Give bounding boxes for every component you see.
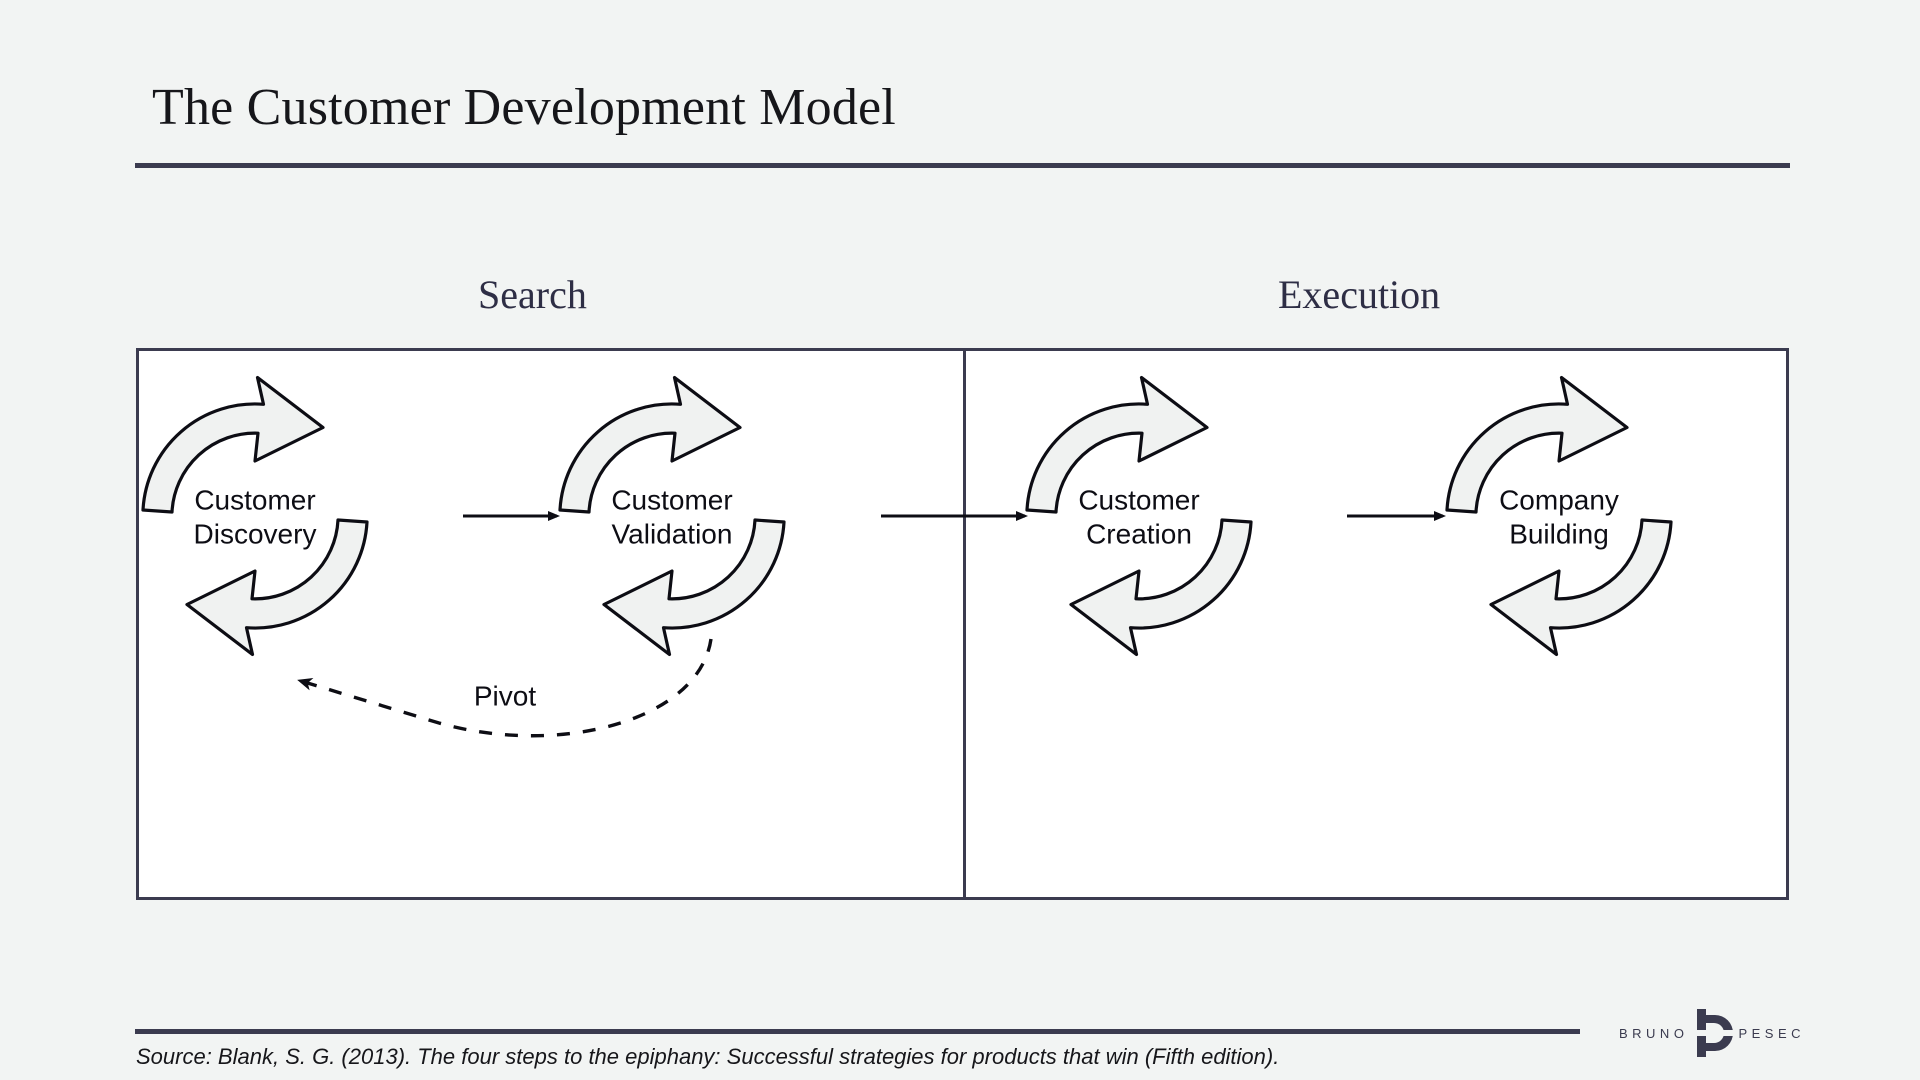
brand-logo: BRUNO PESEC [1612,1000,1812,1066]
cycle-arrows-icon [1445,375,1673,657]
page-title: The Customer Development Model [152,79,896,136]
phase-header-execution: Execution [1278,272,1441,317]
pivot-label: Pivot [474,680,536,711]
cycle-label-line2: Creation [1086,518,1192,549]
cycle-node-customer-validation[interactable]: Customer Validation [558,375,786,657]
brand-monogram-icon [1691,1009,1736,1057]
cycle-arrows-icon [558,375,786,657]
cycle-label-line1: Customer [194,484,315,515]
customer-development-diagram: Customer Discovery Customer Validation C… [141,375,1673,738]
cycle-node-customer-discovery[interactable]: Customer Discovery [141,375,369,657]
title-divider-rule [135,163,1790,168]
cycle-label-line2: Discovery [194,518,317,549]
phase-divider-line [963,351,966,897]
footer-divider-rule [135,1029,1580,1034]
cycle-arrows-icon [141,375,369,657]
cycle-node-company-building[interactable]: Company Building [1445,375,1673,657]
phase-header-search: Search [478,272,587,317]
cycle-label-line2: Building [1509,518,1609,549]
cycle-arrows-icon [1025,375,1253,657]
cycle-label-line1: Customer [611,484,732,515]
cycle-node-customer-creation[interactable]: Customer Creation [1025,375,1253,657]
brand-logo-first-word: BRUNO [1618,1025,1689,1041]
source-citation: Source: Blank, S. G. (2013). The four st… [136,1044,1280,1069]
model-frame: Customer Discovery Customer Validation C… [136,348,1789,900]
cycle-label-line1: Company [1499,484,1619,515]
brand-logo-second-word: PESEC [1738,1025,1806,1041]
cycle-label-line2: Validation [612,518,733,549]
pivot-dashed-arrow [297,638,713,738]
cycle-label-line1: Customer [1078,484,1199,515]
